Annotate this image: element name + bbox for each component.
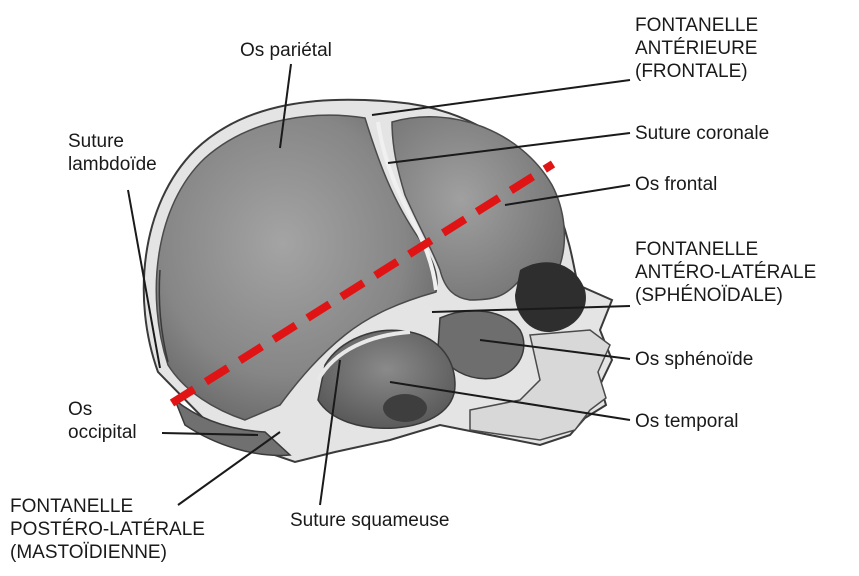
label-os-temporal: Os temporal (635, 410, 738, 433)
label-os-occipital-line1: Os (68, 398, 137, 421)
label-fontanelle-anterieure: FONTANELLE ANTÉRIEURE (FRONTALE) (635, 14, 758, 83)
label-suture-squameuse: Suture squameuse (290, 509, 450, 532)
label-suture-coronale: Suture coronale (635, 122, 769, 145)
label-os-frontal: Os frontal (635, 173, 717, 196)
label-fontanelle-anterieure-line3: (FRONTALE) (635, 60, 758, 83)
label-fontanelle-anterieure-line2: ANTÉRIEURE (635, 37, 758, 60)
label-fontanelle-postero-laterale-line3: (MASTOÏDIENNE) (10, 541, 205, 564)
label-fontanelle-postero-laterale-line1: FONTANELLE (10, 495, 205, 518)
label-fontanelle-antero-laterale: FONTANELLE ANTÉRO-LATÉRALE (SPHÉNOÏDALE) (635, 238, 816, 307)
ear-opening (383, 394, 427, 422)
label-suture-lambdoide-line1: Suture (68, 130, 157, 153)
label-os-parietal: Os pariétal (240, 39, 332, 62)
label-os-occipital: Os occipital (68, 398, 137, 444)
label-os-occipital-line2: occipital (68, 421, 137, 444)
label-os-sphenoide: Os sphénoïde (635, 348, 753, 371)
label-fontanelle-antero-laterale-line3: (SPHÉNOÏDALE) (635, 284, 816, 307)
label-suture-lambdoide-line2: lambdoïde (68, 153, 157, 176)
label-fontanelle-antero-laterale-line1: FONTANELLE (635, 238, 816, 261)
label-fontanelle-antero-laterale-line2: ANTÉRO-LATÉRALE (635, 261, 816, 284)
label-fontanelle-postero-laterale: FONTANELLE POSTÉRO-LATÉRALE (MASTOÏDIENN… (10, 495, 205, 564)
label-fontanelle-postero-laterale-line2: POSTÉRO-LATÉRALE (10, 518, 205, 541)
label-fontanelle-anterieure-line1: FONTANELLE (635, 14, 758, 37)
label-suture-lambdoide: Suture lambdoïde (68, 130, 157, 176)
